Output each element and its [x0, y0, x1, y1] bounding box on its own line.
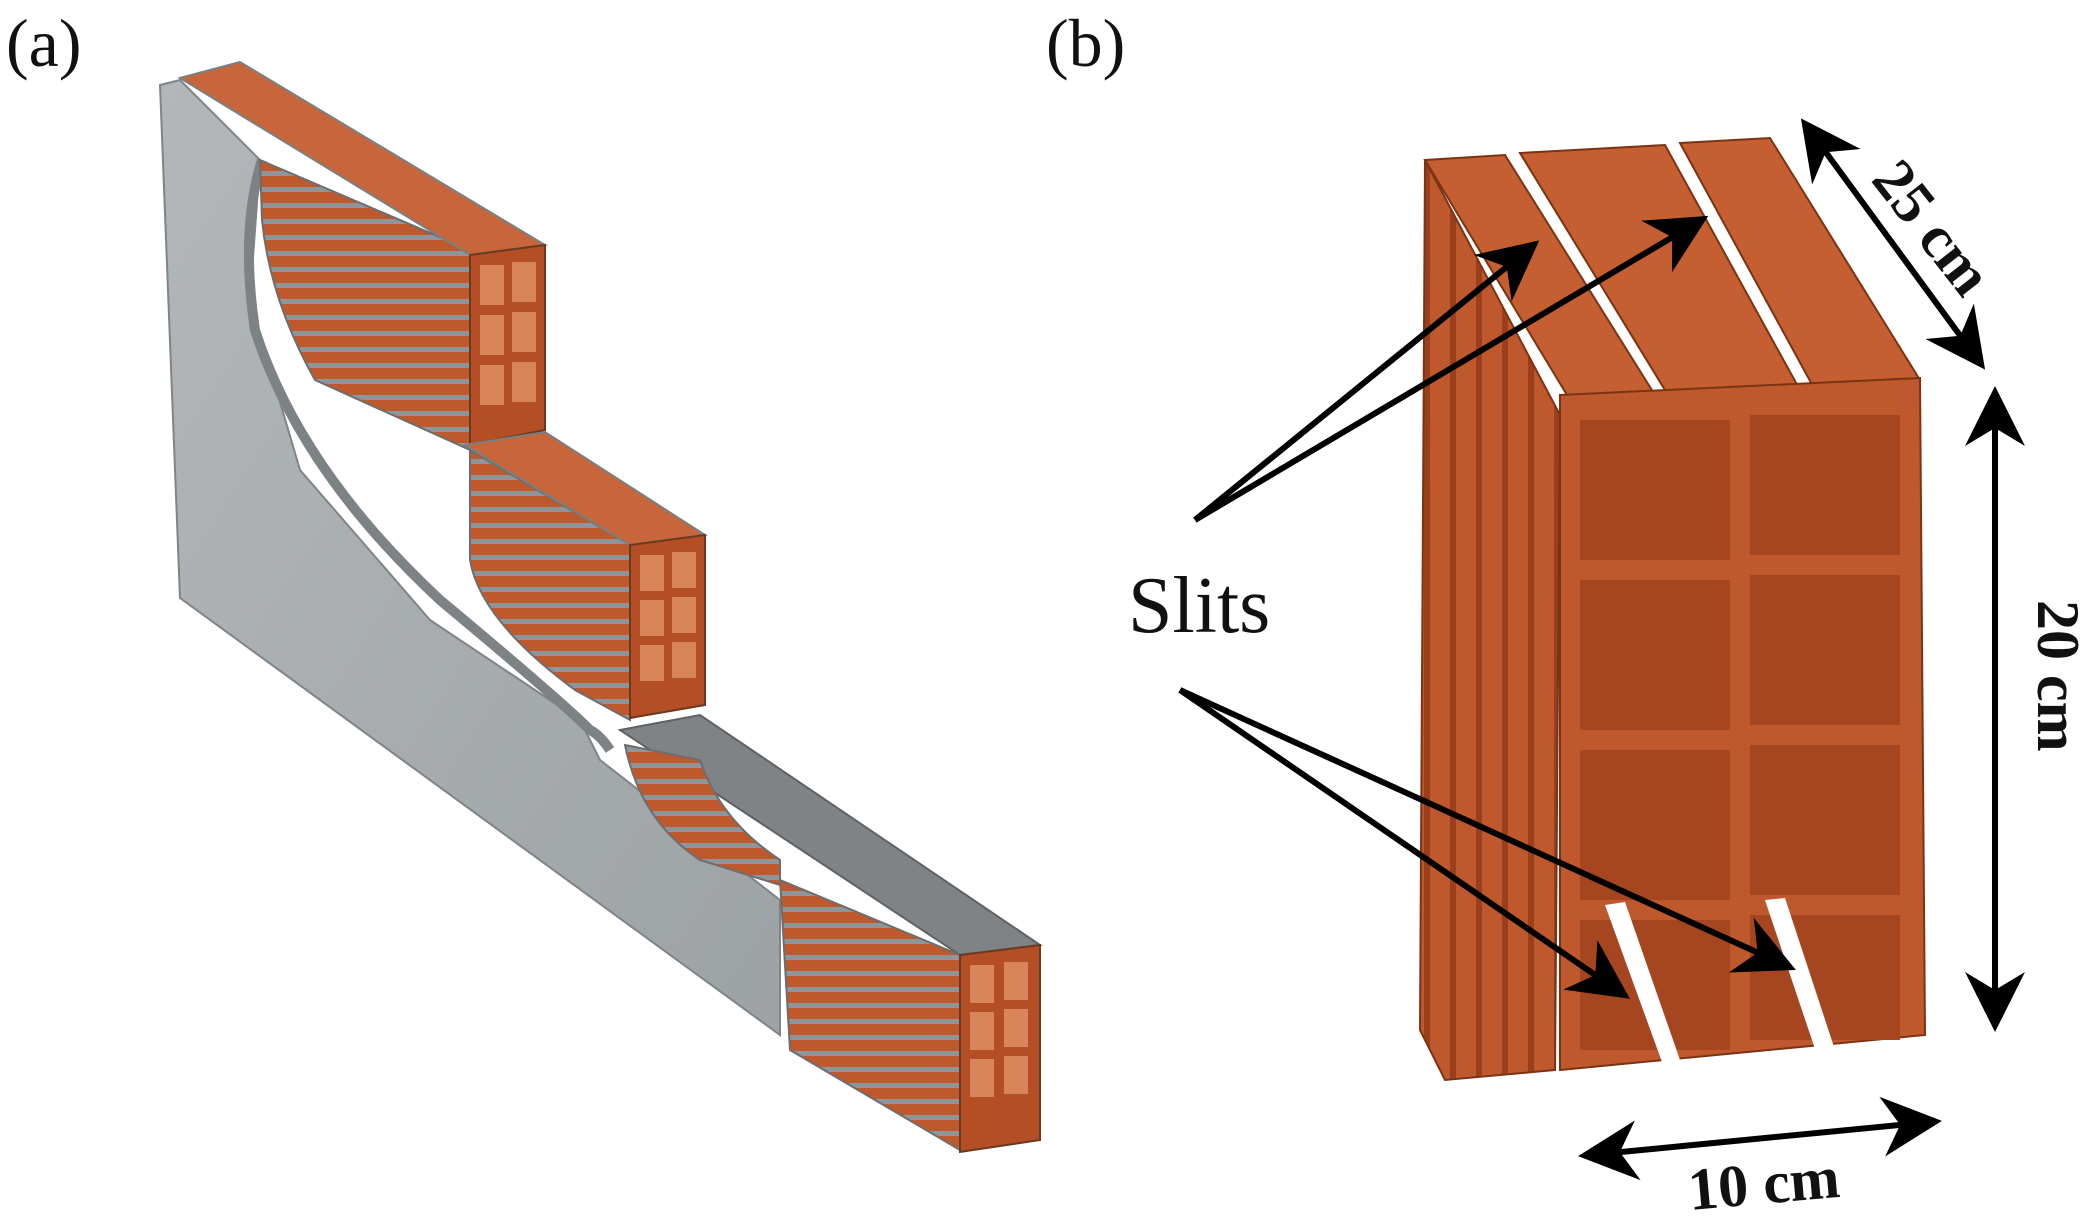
height-label: 20 cm — [2025, 600, 2084, 752]
depth-arrow — [1800, 118, 1986, 370]
brick-face-lower-curve — [623, 743, 781, 887]
panel-b-label: (b) — [1046, 5, 1125, 81]
wall-illustration — [158, 60, 1043, 1154]
brick-face-middle — [469, 448, 631, 722]
plaster-cut-edge — [243, 158, 615, 753]
slit-arrows — [1178, 215, 1796, 999]
slits-label: Slits — [1128, 562, 1270, 650]
panel-a-label: (a) — [6, 5, 81, 81]
width-arrow — [1578, 1096, 1942, 1181]
brick-end-middle — [629, 533, 706, 720]
brick-end-upper — [469, 243, 546, 447]
brick-end-lower — [959, 943, 1041, 1154]
panel-a: (a) — [6, 5, 1043, 1154]
slit-arrow-bottom-1 — [1178, 687, 1630, 999]
brick-face-upper — [258, 158, 471, 452]
panel-b: (b) — [1046, 5, 2084, 1221]
slit-arrow-top-1 — [1193, 240, 1540, 523]
brick-front-face — [1559, 376, 1927, 1072]
slit-arrow-top-2 — [1193, 215, 1709, 523]
dimension-arrows — [1578, 118, 2025, 1181]
width-label: 10 cm — [1685, 1144, 1842, 1221]
slit-arrow-bottom-2 — [1178, 687, 1796, 973]
plaster-surface — [158, 78, 781, 1037]
